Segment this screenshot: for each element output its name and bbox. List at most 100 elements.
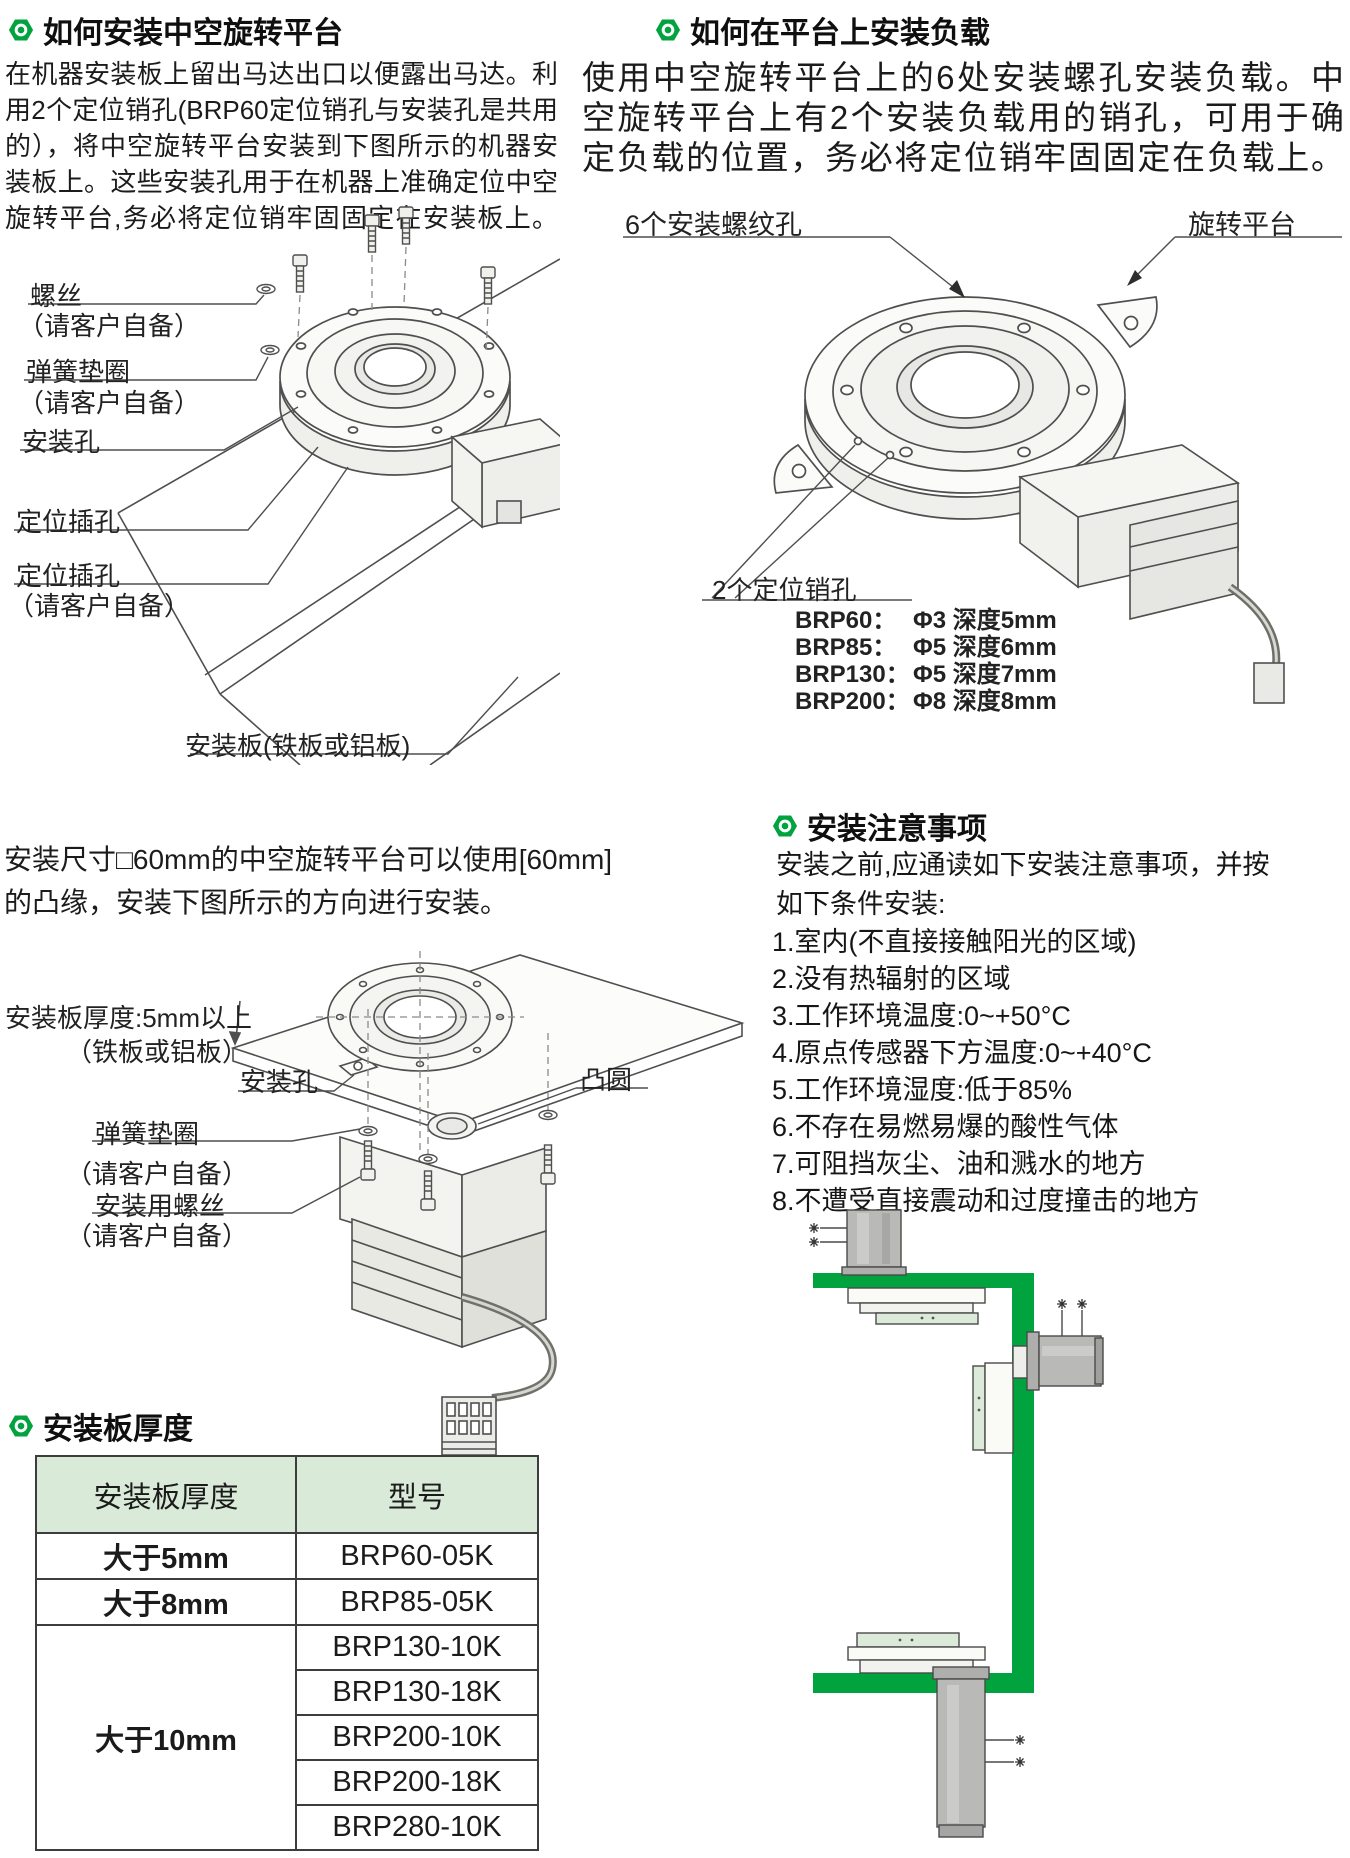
table-row: BRP280-10K bbox=[36, 1804, 539, 1851]
pin-spec-model: BRP85： bbox=[795, 634, 897, 661]
pin-spec-row: BRP130： Φ5 深度7mm bbox=[795, 654, 1057, 689]
note-item: 7.可阻挡灰尘、油和溅水的地方 bbox=[772, 1149, 1146, 1179]
orientation-right-assembly bbox=[972, 1299, 1104, 1454]
paragraph-line: 使用中空旋转平台上的6处安装螺孔安装负载。中 bbox=[582, 59, 1344, 96]
motor-block-drawing bbox=[339, 1135, 557, 1462]
thickness-cell: 大于5mm bbox=[35, 1532, 297, 1580]
pin-spec-value: Φ5 深度6mm bbox=[913, 634, 1057, 661]
label-plate-thickness: 安装板厚度:5mm以上 bbox=[5, 1003, 253, 1033]
table-row: BRP130-18K bbox=[36, 1669, 539, 1716]
paragraph-line: 安装之前,应通读如下安装注意事项，并按 bbox=[776, 850, 1270, 880]
pin-spec-value: Φ8 深度8mm bbox=[913, 688, 1057, 715]
paragraph-line: 的凸缘，安装下图所示的方向进行安装。 bbox=[4, 887, 509, 918]
paragraph-line: 用2个定位销孔(BRP60定位销孔与安装孔是共用 bbox=[5, 95, 558, 125]
table-row: 大于10mm BRP130-10K bbox=[35, 1624, 539, 1851]
table-header-model: 型号 bbox=[295, 1455, 539, 1534]
paragraph-line: 旋转平台,务必将定位销牢固固定在安装板上。 bbox=[5, 203, 558, 233]
pin-spec-model: BRP200： bbox=[795, 688, 910, 715]
table-row: BRP200-10K bbox=[36, 1714, 539, 1761]
label-spring-washer-2-note: （请客户自备） bbox=[66, 1159, 249, 1189]
section-title-text: 如何在平台上安装负载 bbox=[690, 17, 990, 50]
motor-block-drawing bbox=[1017, 444, 1285, 704]
table-header-row: 安装板厚度 型号 bbox=[35, 1455, 539, 1534]
pin-spec-model: BRP60： bbox=[795, 607, 897, 634]
label-pin-holes: 2个定位销孔 bbox=[712, 575, 857, 605]
pin-spec-row: BRP60： Φ3 深度5mm bbox=[795, 600, 1057, 635]
pin-spec-value: Φ3 深度5mm bbox=[913, 607, 1057, 634]
orientation-top-assembly bbox=[809, 1209, 986, 1325]
table-row: 大于8mm BRP85-05K bbox=[35, 1578, 539, 1626]
screw-icon bbox=[360, 1140, 556, 1211]
rotary-platform-drawing bbox=[279, 306, 511, 476]
label-boss: 凸圆 bbox=[580, 1065, 633, 1095]
table-header-thickness: 安装板厚度 bbox=[35, 1455, 297, 1534]
orientation-bottom-assembly bbox=[847, 1632, 1025, 1838]
section-title-text: 安装板厚度 bbox=[43, 1413, 193, 1446]
hexagon-bullet-icon bbox=[8, 19, 34, 41]
model-cell: BRP200-18K bbox=[295, 1759, 539, 1806]
label-screw: 螺丝 bbox=[30, 281, 83, 311]
note-item: 3.工作环境温度:0~+50°C bbox=[772, 1001, 1071, 1031]
paragraph-line: 安装尺寸□60mm的中空旋转平台可以使用[60mm] bbox=[4, 844, 613, 875]
thickness-cell: 大于8mm bbox=[35, 1578, 297, 1626]
paragraph-line: 定负载的位置，务必将定位销牢固固定在负载上。 bbox=[582, 139, 1344, 176]
label-mounting-hole: 安装孔 bbox=[22, 427, 101, 457]
note-item: 6.不存在易燃易爆的酸性气体 bbox=[772, 1112, 1119, 1142]
section-title-text: 如何安装中空旋转平台 bbox=[43, 17, 343, 50]
load-mounting-diagram bbox=[623, 236, 1342, 704]
paragraph-line: 如下条件安装: bbox=[776, 889, 946, 919]
flange-mounting-diagram bbox=[92, 951, 745, 1462]
model-cell: BRP85-05K bbox=[295, 1578, 539, 1626]
arrowheads bbox=[949, 270, 1142, 298]
label-pin-hole-1: 定位插孔 bbox=[16, 507, 121, 537]
section-title-load: 如何在平台上安装负载 bbox=[655, 8, 990, 52]
label-mounting-screw: 安装用螺丝 bbox=[95, 1191, 226, 1221]
model-cell: BRP280-10K bbox=[295, 1804, 539, 1851]
label-mounting-plate: 安装板(铁板或铝板) bbox=[185, 731, 411, 761]
notes-list: 1.室内(不直接接触阳光的区域) 2.没有热辐射的区域 3.工作环境温度:0~+… bbox=[772, 924, 1200, 1220]
section-title-text: 安装注意事项 bbox=[807, 813, 987, 846]
hexagon-bullet-icon bbox=[772, 815, 798, 837]
label-spring-washer-2: 弹簧垫圈 bbox=[95, 1119, 200, 1149]
load-paragraph: 使用中空旋转平台上的6处安装螺孔安装负载。中 空旋转平台上有2个安装负载用的销孔… bbox=[582, 58, 1344, 178]
note-item: 8.不遭受直接震动和过度撞击的地方 bbox=[772, 1186, 1200, 1216]
model-cell: BRP200-10K bbox=[295, 1714, 539, 1761]
table-row: BRP200-18K bbox=[36, 1759, 539, 1806]
pin-spec-model: BRP130： bbox=[795, 661, 910, 688]
pin-spec-row: BRP200： Φ8 深度8mm bbox=[795, 681, 1057, 716]
paragraph-line: 在机器安装板上留出马达出口以便露出马达。利 bbox=[5, 59, 558, 89]
leader-lines bbox=[92, 1074, 648, 1214]
paragraph-line: 装板上。这些安装孔用于在机器上准确定位中空 bbox=[5, 167, 558, 197]
label-rotary-table: 旋转平台 bbox=[1188, 210, 1296, 240]
section-title-install: 如何安装中空旋转平台 bbox=[8, 8, 343, 52]
connector-drawing bbox=[441, 1396, 497, 1462]
flange-paragraph: 安装尺寸□60mm的中空旋转平台可以使用[60mm] 的凸缘，安装下图所示的方向… bbox=[4, 838, 612, 924]
washer-icon bbox=[358, 1109, 558, 1165]
label-pin-hole-note: （请客户自备） bbox=[8, 591, 191, 621]
hexagon-bullet-icon bbox=[8, 1415, 34, 1437]
pin-spec-value: Φ5 深度7mm bbox=[913, 661, 1057, 688]
leader-lines bbox=[14, 294, 519, 755]
paragraph-line: 的），将中空旋转平台安装到下图所示的机器安 bbox=[5, 131, 558, 161]
label-spring-washer: 弹簧垫圈 bbox=[26, 357, 131, 387]
assembly-guide-lines bbox=[297, 246, 489, 356]
table-row: 大于5mm BRP60-05K bbox=[35, 1532, 539, 1580]
label-pin-hole-2: 定位插孔 bbox=[16, 561, 121, 591]
green-frame bbox=[813, 1273, 1034, 1693]
label-mounting-hole-2: 安装孔 bbox=[240, 1067, 319, 1097]
model-cell: BRP130-10K bbox=[295, 1624, 539, 1671]
label-mounting-screw-note: （请客户自备） bbox=[66, 1221, 249, 1251]
thickness-cell: 大于10mm bbox=[35, 1624, 297, 1851]
note-item: 5.工作环境湿度:低于85% bbox=[772, 1075, 1073, 1105]
section-title-thickness: 安装板厚度 bbox=[8, 1404, 193, 1448]
label-thread-holes: 6个安装螺纹孔 bbox=[625, 210, 803, 240]
note-item: 2.没有热辐射的区域 bbox=[772, 964, 1011, 994]
screw-icon bbox=[292, 206, 496, 305]
notes-intro: 安装之前,应通读如下安装注意事项，并按 如下条件安装: bbox=[776, 846, 1270, 924]
note-item: 1.室内(不直接接触阳光的区域) bbox=[772, 927, 1137, 957]
model-cell: BRP60-05K bbox=[295, 1532, 539, 1580]
pin-spec-row: BRP85： Φ5 深度6mm bbox=[795, 627, 1057, 662]
model-cell: BRP130-18K bbox=[295, 1669, 539, 1716]
orientation-diagram bbox=[809, 1209, 1104, 1838]
